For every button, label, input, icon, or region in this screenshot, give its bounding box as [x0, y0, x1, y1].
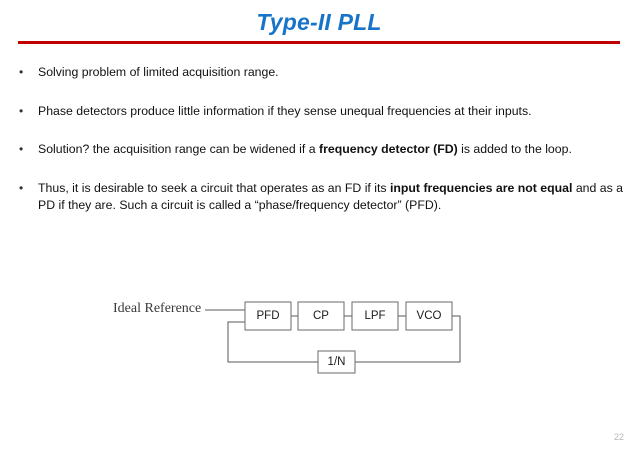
bullet-marker: • — [19, 65, 24, 79]
page-number: 22 — [613, 432, 624, 442]
block-label-divider: 1/N — [327, 356, 346, 368]
bullet-emphasis: input frequencies are not equal — [389, 180, 573, 195]
bullet-text: Phase detectors produce little informati… — [38, 103, 532, 118]
bullet-text: Thus, it is desirable to seek a circuit … — [38, 180, 624, 213]
page-title: Type-II PLL — [256, 9, 382, 35]
list-item: • Phase detectors produce little informa… — [14, 103, 624, 121]
bullet-marker: • — [19, 180, 24, 195]
bullet-text: Solving problem of limited acquisition r… — [38, 65, 279, 79]
block-divider — [317, 350, 356, 374]
title-divider — [18, 41, 620, 44]
bullet-text: Solution? the acquisition range can be w… — [38, 142, 572, 156]
block-pfd — [244, 301, 292, 331]
block-label-lpf: LPF — [364, 310, 386, 322]
bullet-emphasis: frequency detector (FD) — [318, 142, 458, 156]
bullet-marker: • — [19, 142, 24, 156]
block-vco — [405, 301, 453, 331]
wire-vco-divider — [355, 315, 461, 363]
block-label-cp: CP — [313, 310, 329, 322]
block-cp — [297, 301, 345, 331]
block-lpf — [351, 301, 399, 331]
block-label-pfd: PFD — [256, 310, 280, 322]
diagram-input-label: Ideal Reference — [113, 301, 202, 316]
bullet-marker: • — [19, 103, 24, 118]
block-label-vco: VCO — [416, 310, 442, 322]
list-item: • Solution? the acquisition range can be… — [14, 141, 624, 159]
wire-divider-pfd — [227, 321, 318, 363]
list-item: • Thus, it is desirable to seek a circui… — [14, 180, 624, 215]
bullet-list: • Solving problem of limited acquisition… — [14, 64, 624, 236]
list-item: • Solving problem of limited acquisition… — [14, 64, 624, 82]
